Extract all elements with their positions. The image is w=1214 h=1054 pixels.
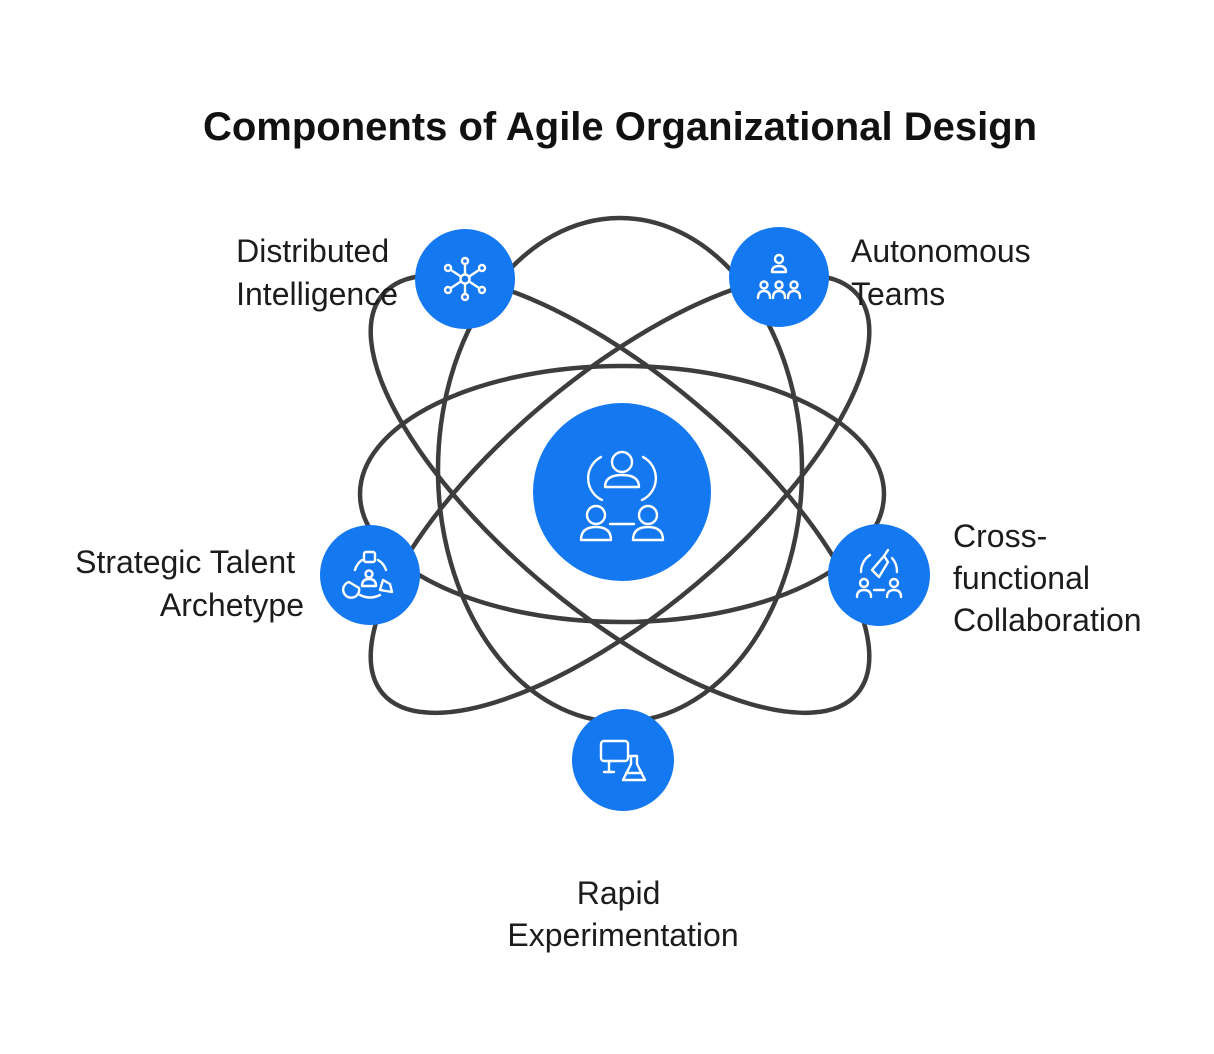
label-strategic-talent-archetype: Strategic Talent Archetype — [75, 544, 304, 623]
label-rapid-experimentation: Rapid Experimentation — [507, 875, 738, 953]
label-distributed-intelligence: Distributed Intelligence — [236, 233, 398, 312]
node-cross-functional-collaboration — [828, 524, 930, 626]
diagram-title: Components of Agile Organizational Desig… — [203, 105, 1037, 149]
collaboration-icon — [855, 548, 903, 599]
orbit-tilted-left — [368, 272, 872, 716]
node-rapid-experimentation — [572, 709, 674, 811]
node-autonomous-teams — [729, 227, 829, 327]
talent-archetype-icon — [342, 550, 394, 599]
label-line: Collaboration — [953, 602, 1142, 638]
label-line: Strategic Talent — [75, 544, 295, 580]
orbit-tilted-right — [368, 272, 872, 716]
label-line: Experimentation — [507, 917, 738, 953]
network-nodes-icon — [443, 256, 487, 302]
center-node — [533, 403, 711, 581]
team-group-icon — [756, 253, 802, 300]
node-strategic-talent-archetype — [320, 525, 420, 625]
team-collaboration-icon — [579, 450, 665, 542]
label-line: Archetype — [160, 587, 304, 623]
node-distributed-intelligence — [415, 229, 515, 329]
orbit-horizontal — [357, 363, 887, 625]
label-line: Rapid — [577, 875, 661, 911]
label-line: functional — [953, 560, 1090, 596]
label-line: Teams — [851, 276, 945, 312]
label-cross-functional-collaboration: Cross- functional Collaboration — [953, 518, 1142, 638]
label-autonomous-teams: Autonomous Teams — [851, 233, 1040, 312]
label-line: Intelligence — [236, 276, 398, 312]
label-line: Distributed — [236, 233, 389, 269]
label-line: Cross- — [953, 518, 1047, 554]
label-line: Autonomous — [851, 233, 1031, 269]
lab-experiment-icon — [599, 739, 647, 782]
